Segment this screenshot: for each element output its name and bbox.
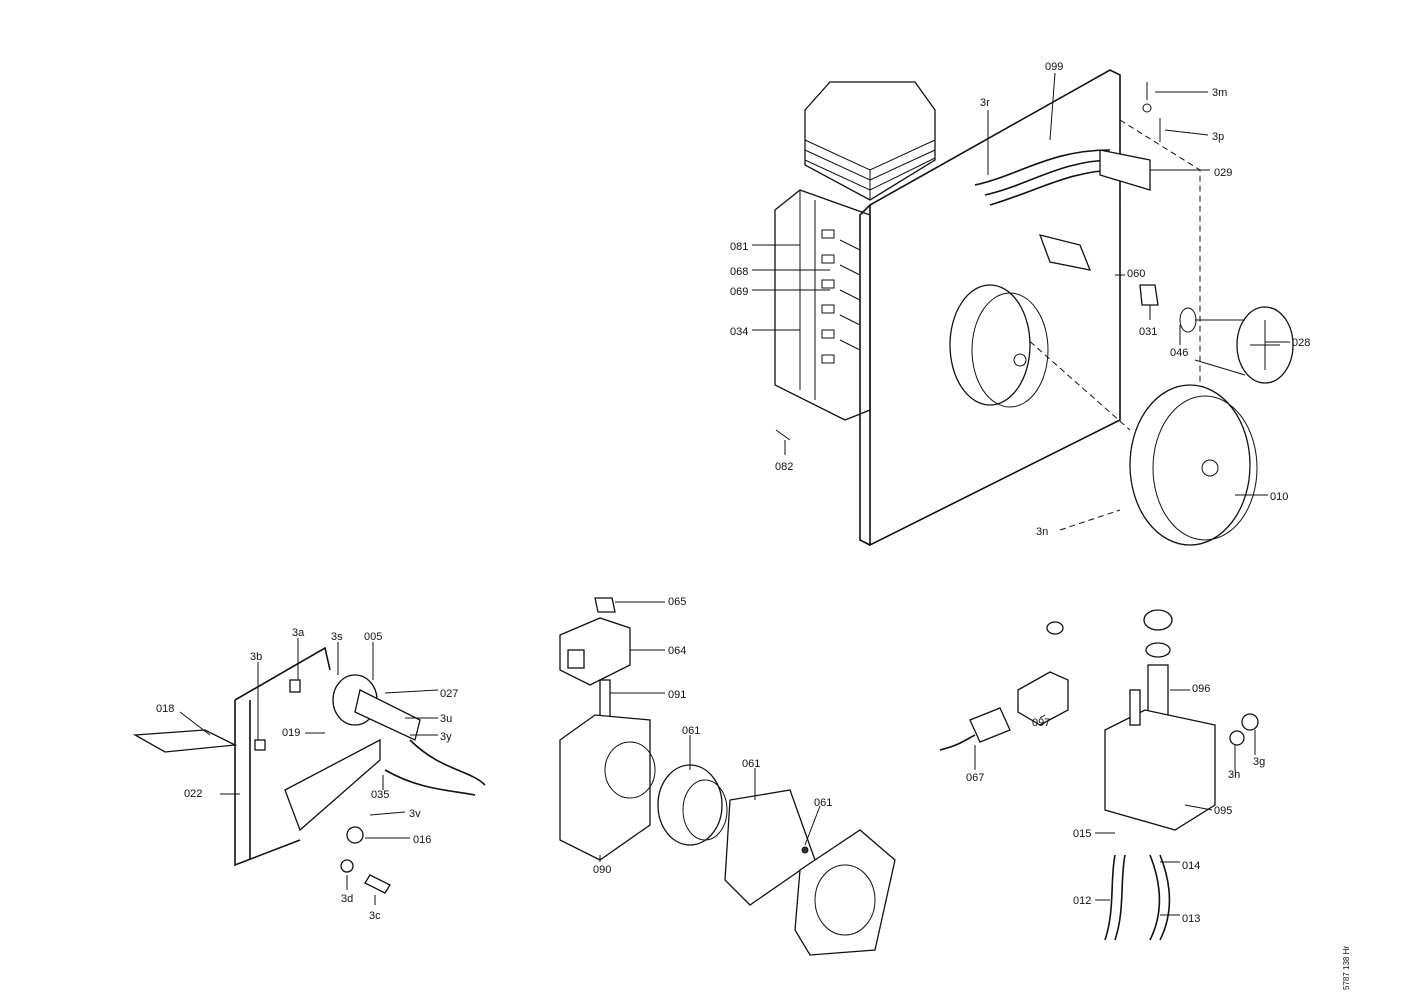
bracket-022	[284, 738, 381, 832]
label-091: 091	[668, 689, 686, 701]
label-3a: 3a	[292, 627, 305, 639]
fan-wheel	[1129, 384, 1258, 546]
label-3h: 3h	[1228, 769, 1240, 781]
label-3r: 3r	[980, 97, 990, 109]
air-shutter	[1179, 306, 1294, 384]
ignition-transformer	[804, 81, 936, 201]
cable-harness	[974, 149, 1121, 206]
label-069: 069	[730, 286, 748, 298]
label-3g: 3g	[1253, 756, 1265, 768]
label-031: 031	[1139, 326, 1157, 338]
label-082: 082	[775, 461, 793, 473]
label-005: 005	[364, 631, 382, 643]
label-3y: 3y	[440, 731, 452, 743]
housing-plate	[859, 69, 1121, 547]
label-013: 013	[1182, 913, 1200, 925]
electrode-holder	[1038, 234, 1092, 271]
label-060: 060	[1127, 268, 1145, 280]
control-box	[774, 189, 871, 421]
label-016: 016	[413, 834, 431, 846]
part-031	[1139, 284, 1159, 306]
label-3m: 3m	[1212, 87, 1227, 99]
label-022: 022	[184, 788, 202, 800]
motor	[949, 284, 1049, 408]
plug-067	[969, 707, 1011, 743]
label-095: 095	[1214, 805, 1232, 817]
ignition-group	[132, 638, 486, 905]
label-3u: 3u	[440, 713, 452, 725]
label-061-gasket: 061	[742, 758, 760, 770]
pump-095	[1104, 709, 1216, 831]
pump-valve-group	[939, 609, 1259, 941]
label-028: 028	[1292, 337, 1310, 349]
nut-065	[594, 597, 616, 613]
label-010: 010	[1270, 491, 1288, 503]
label-3d: 3d	[341, 893, 353, 905]
label-046: 046	[1170, 347, 1188, 359]
label-067: 067	[966, 772, 984, 784]
filter-096	[1147, 664, 1169, 716]
label-3p: 3p	[1212, 131, 1224, 143]
gear-061	[657, 764, 723, 846]
label-3n: 3n	[1036, 526, 1048, 538]
label-018: 018	[156, 703, 174, 715]
label-3v: 3v	[409, 808, 421, 820]
fan-housing-group	[752, 69, 1294, 547]
drawing-code: 5787 138 Hr	[1342, 946, 1351, 990]
label-061-screw: 061	[814, 797, 832, 809]
gasket-061	[724, 789, 816, 906]
label-3s: 3s	[331, 631, 343, 643]
label-068: 068	[730, 266, 748, 278]
label-029: 029	[1214, 167, 1232, 179]
label-099: 099	[1045, 61, 1063, 73]
electrode-018	[132, 729, 238, 753]
label-061-gear: 061	[682, 725, 700, 737]
mounting-bracket	[234, 646, 331, 867]
part-labels: 099 3r 3m 3p 029 081 068 069 034 060 031…	[156, 61, 1351, 990]
label-065: 065	[668, 596, 686, 608]
pump-assembly-group	[559, 597, 896, 956]
pump-090	[559, 714, 651, 861]
label-019: 019	[282, 727, 300, 739]
label-090: 090	[593, 864, 611, 876]
label-027: 027	[440, 688, 458, 700]
label-015: 015	[1073, 828, 1091, 840]
label-064: 064	[668, 645, 686, 657]
coil-097	[1017, 671, 1069, 726]
label-081: 081	[730, 241, 748, 253]
label-3b: 3b	[250, 651, 262, 663]
label-012: 012	[1073, 895, 1091, 907]
label-014: 014	[1182, 860, 1200, 872]
label-097: 097	[1032, 717, 1050, 729]
label-096: 096	[1192, 683, 1210, 695]
label-035: 035	[371, 789, 389, 801]
label-034: 034	[730, 326, 748, 338]
cover	[794, 829, 896, 956]
label-3c: 3c	[369, 910, 381, 922]
